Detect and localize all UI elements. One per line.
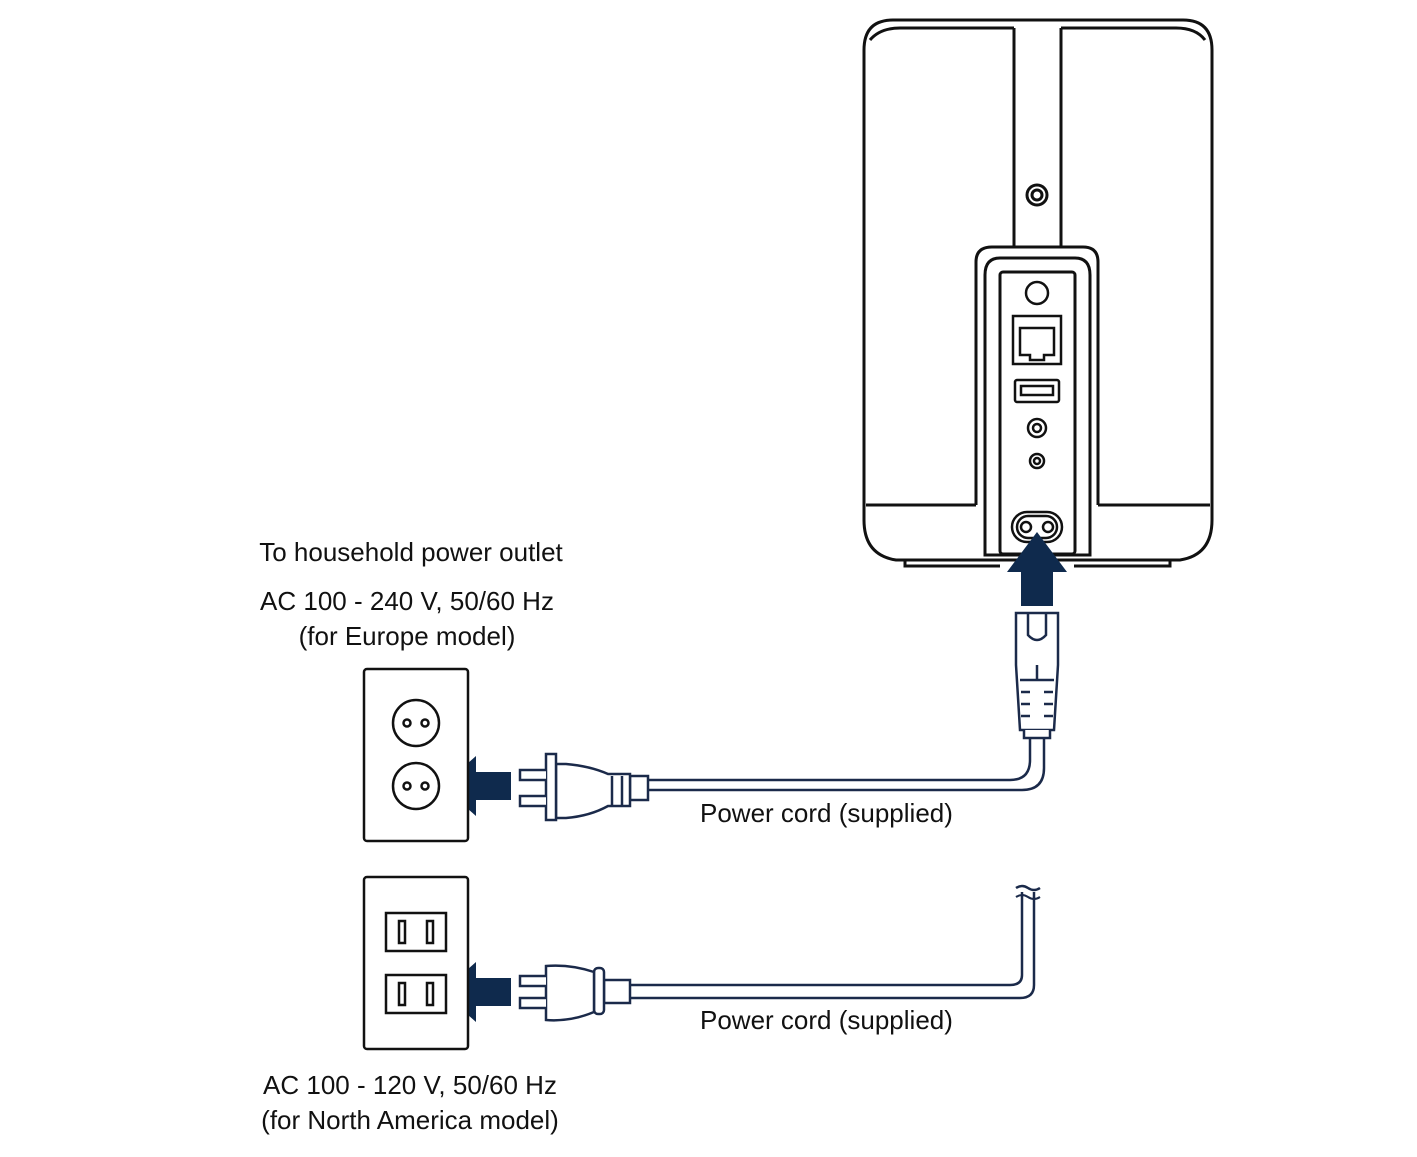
rear-panel-connectors [1010, 280, 1064, 544]
power-cord-lower [630, 884, 1041, 1000]
power-cord-lower-label: Power cord (supplied) [700, 1005, 953, 1035]
eu-wall-outlet-icon [362, 667, 470, 843]
speaker-rear-panel [862, 18, 1214, 568]
na-spec-label: AC 100 - 120 V, 50/60 Hz [263, 1070, 557, 1100]
audio-jack-icon [1026, 417, 1048, 439]
usb-port-icon [1013, 378, 1061, 404]
outlet-heading: To household power outlet [259, 537, 563, 567]
insert-arrow-up-icon [1007, 532, 1067, 606]
na-model-label: (for North America model) [261, 1105, 559, 1135]
power-cord-upper [648, 738, 1046, 792]
na-wall-outlet-icon [362, 875, 470, 1051]
ac-inlet-icon [1010, 510, 1064, 544]
eu-plug-icon [518, 752, 650, 822]
na-plug-icon [518, 964, 632, 1022]
power-cord-upper-label: Power cord (supplied) [700, 798, 953, 828]
ethernet-port-icon [1011, 314, 1063, 366]
europe-spec-label: AC 100 - 240 V, 50/60 Hz [260, 586, 554, 616]
iec-c7-connector-icon [1014, 611, 1060, 740]
europe-model-label: (for Europe model) [298, 621, 516, 651]
button-icon [1024, 280, 1050, 306]
aux-jack-icon [1028, 452, 1046, 470]
